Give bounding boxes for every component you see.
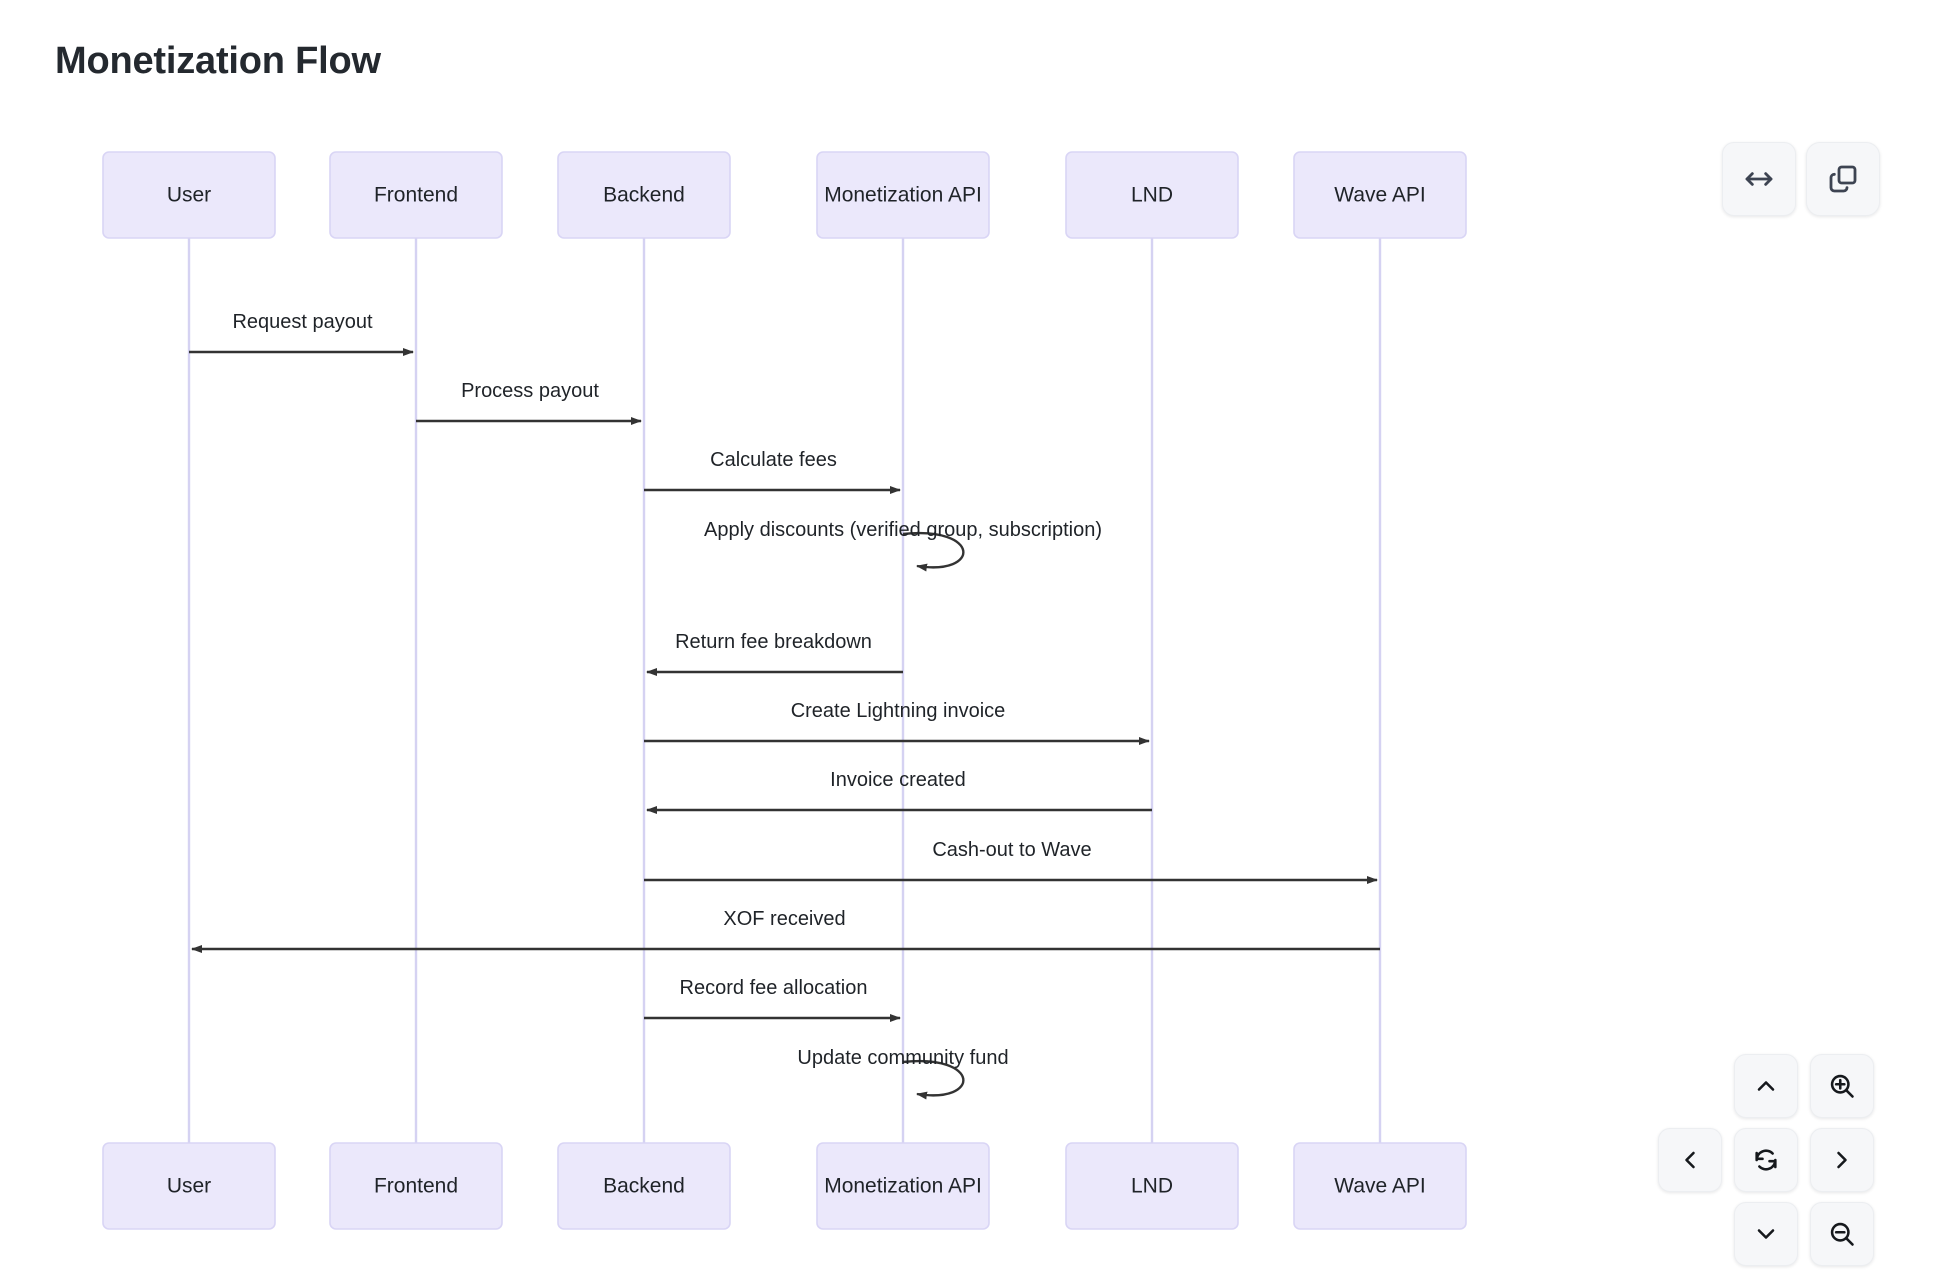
participant-box <box>1293 1142 1467 1230</box>
pan-right-button[interactable] <box>1810 1128 1874 1192</box>
participant-box <box>102 151 276 239</box>
zoom-in-icon <box>1828 1072 1856 1100</box>
participant-fe-bottom[interactable]: Frontend <box>329 1142 503 1230</box>
message-7[interactable]: Cash-out to Wave <box>644 839 1378 884</box>
message-label: Apply discounts (verified group, subscri… <box>704 519 1102 541</box>
message-4[interactable]: Return fee breakdown <box>646 631 903 676</box>
participant-be-bottom[interactable]: Backend <box>557 1142 731 1230</box>
message-1[interactable]: Process payout <box>416 380 642 425</box>
reset-view-button[interactable] <box>1734 1128 1798 1192</box>
participant-label: Wave API <box>1334 1175 1425 1198</box>
participant-label: LND <box>1131 1175 1173 1198</box>
chevron-up-icon <box>1752 1072 1780 1100</box>
message-9[interactable]: Record fee allocation <box>644 977 901 1022</box>
participant-boxes-top: User Frontend Backend Monetization API LND Wa… <box>102 151 1467 239</box>
participant-label: Backend <box>603 184 685 207</box>
message-label: Calculate fees <box>710 449 837 471</box>
message-8[interactable]: XOF received <box>191 908 1380 953</box>
participant-label: Frontend <box>374 1175 458 1198</box>
message-2[interactable]: Calculate fees <box>644 449 901 494</box>
pan-up-button[interactable] <box>1734 1054 1798 1118</box>
participant-box <box>329 151 503 239</box>
participant-user-top[interactable]: User <box>102 151 276 239</box>
pan-down-button[interactable] <box>1734 1202 1798 1266</box>
participant-box <box>329 1142 503 1230</box>
self-loop-arrow <box>902 531 965 572</box>
participant-box <box>1065 151 1239 239</box>
copy-button[interactable] <box>1806 142 1880 216</box>
participant-box <box>1293 151 1467 239</box>
participant-box <box>816 151 990 239</box>
zoom-out-icon <box>1828 1220 1856 1248</box>
message-3[interactable]: Apply discounts (verified group, subscri… <box>704 519 1102 572</box>
participant-label: Backend <box>603 1175 685 1198</box>
participant-box <box>816 1142 990 1230</box>
participant-label: Monetization API <box>824 184 982 207</box>
message-label: Return fee breakdown <box>675 631 872 653</box>
arrows-horizontal-icon <box>1743 163 1775 195</box>
participant-box <box>557 151 731 239</box>
zoom-in-button[interactable] <box>1810 1054 1874 1118</box>
message-label: Cash-out to Wave <box>932 839 1091 861</box>
participant-label: Wave API <box>1334 184 1425 207</box>
lifelines-group <box>187 238 1382 1143</box>
chevron-down-icon <box>1752 1220 1780 1248</box>
participant-label: Frontend <box>374 184 458 207</box>
participant-label: LND <box>1131 184 1173 207</box>
participant-lnd-top[interactable]: LND <box>1065 151 1239 239</box>
chevron-right-icon <box>1828 1146 1856 1174</box>
self-loop-arrow <box>902 1059 965 1100</box>
copy-icon <box>1827 163 1859 195</box>
refresh-icon <box>1752 1146 1780 1174</box>
participant-mon-top[interactable]: Monetization API <box>816 151 990 239</box>
participant-wave-top[interactable]: Wave API <box>1293 151 1467 239</box>
message-label: Request payout <box>232 311 373 333</box>
participant-label: Monetization API <box>824 1175 982 1198</box>
participant-user-bottom[interactable]: User <box>102 1142 276 1230</box>
message-label: XOF received <box>723 908 845 930</box>
participant-box <box>557 1142 731 1230</box>
message-5[interactable]: Create Lightning invoice <box>644 700 1150 745</box>
participant-boxes-bottom: User Frontend Backend Monetization API LND Wa… <box>102 1142 1467 1230</box>
participant-box <box>1065 1142 1239 1230</box>
page-title: Monetization Flow <box>55 40 381 82</box>
participant-box <box>102 1142 276 1230</box>
participant-mon-bottom[interactable]: Monetization API <box>816 1142 990 1230</box>
message-label: Invoice created <box>830 769 966 791</box>
participant-label: User <box>167 184 211 207</box>
chevron-left-icon <box>1676 1146 1704 1174</box>
participant-label: User <box>167 1175 211 1198</box>
participant-wave-bottom[interactable]: Wave API <box>1293 1142 1467 1230</box>
participant-be-top[interactable]: Backend <box>557 151 731 239</box>
message-label: Create Lightning invoice <box>791 700 1006 722</box>
message-label: Record fee allocation <box>680 977 868 999</box>
message-10[interactable]: Update community fund <box>797 1047 1009 1100</box>
message-label: Update community fund <box>797 1047 1008 1069</box>
fit-width-button[interactable] <box>1722 142 1796 216</box>
message-0[interactable]: Request payout <box>189 311 414 356</box>
participant-fe-top[interactable]: Frontend <box>329 151 503 239</box>
participant-lnd-bottom[interactable]: LND <box>1065 1142 1239 1230</box>
message-6[interactable]: Invoice created <box>646 769 1152 814</box>
message-label: Process payout <box>461 380 599 402</box>
zoom-out-button[interactable] <box>1810 1202 1874 1266</box>
pan-left-button[interactable] <box>1658 1128 1722 1192</box>
